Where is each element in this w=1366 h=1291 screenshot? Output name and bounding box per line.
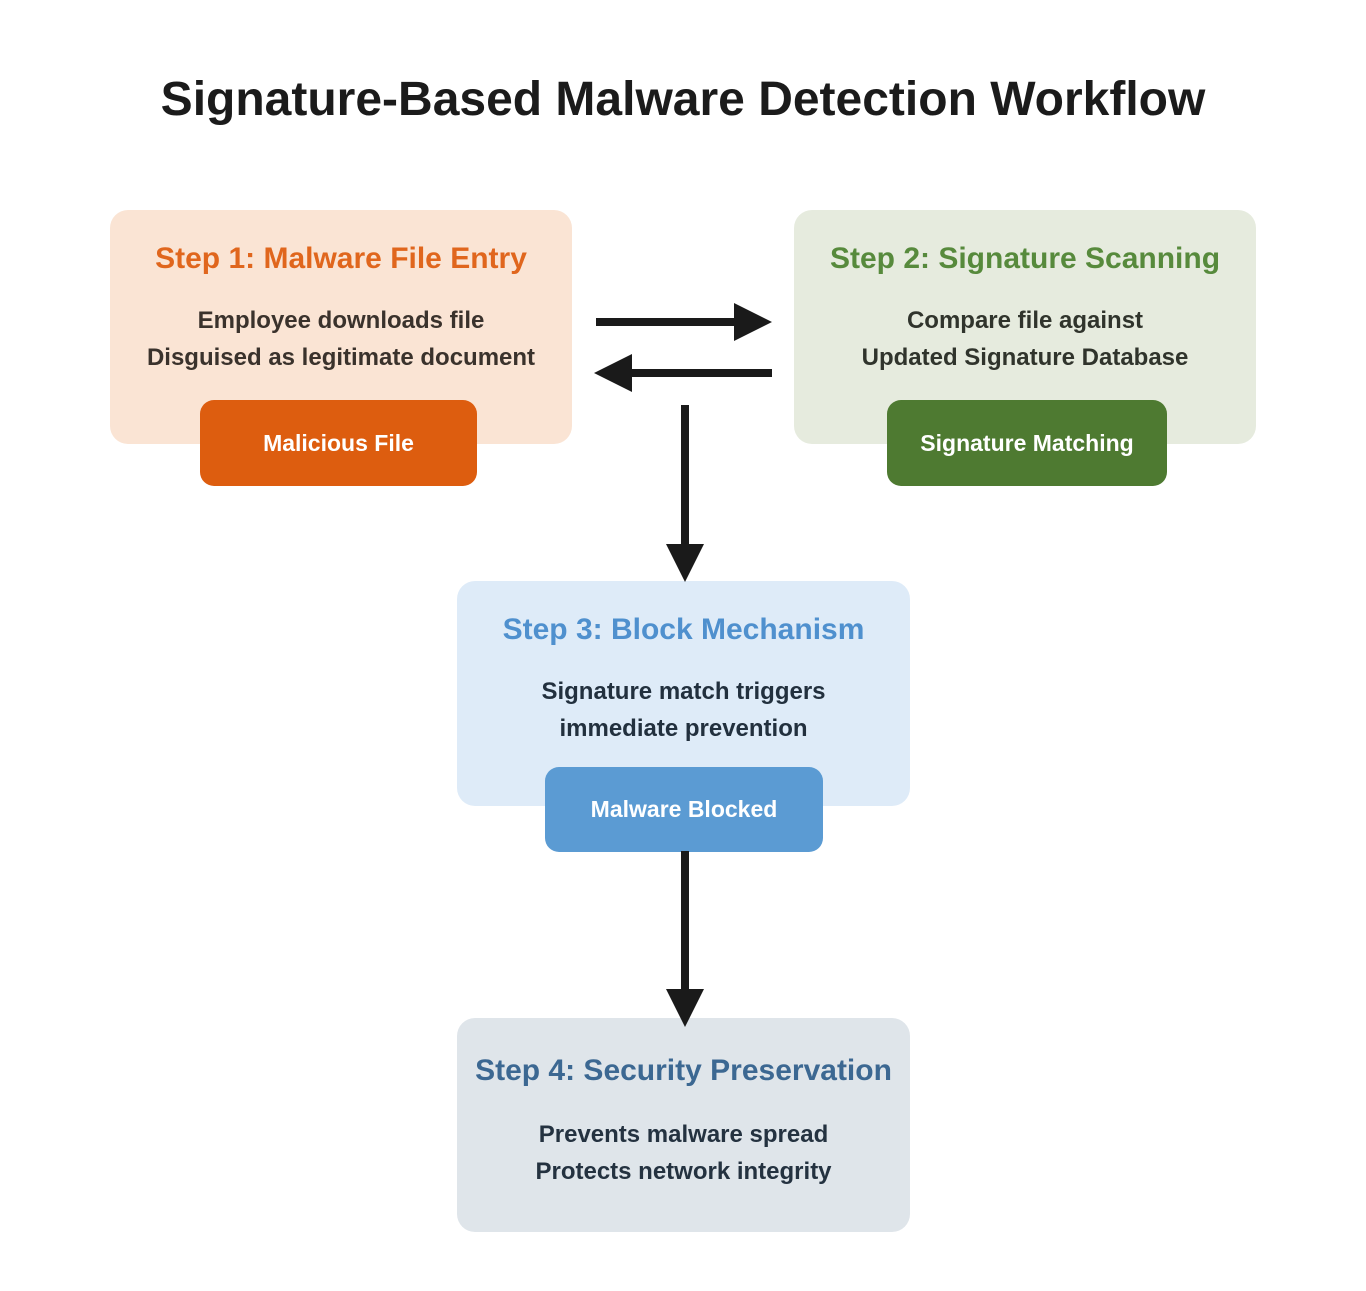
step4-description-line-1: Prevents malware spread [538,1121,829,1148]
arrow-shaft [596,318,736,326]
arrow-left-icon [594,354,632,392]
arrow-shaft [681,405,689,546]
step4-description: Prevents malware spread Protects network… [457,1116,910,1190]
step1-badge: Malicious File [200,400,477,486]
arrow-shaft [632,369,772,377]
step1-description-line-2: Disguised as legitimate document [146,344,536,371]
step3-title: Step 3: Block Mechanism [502,613,865,646]
arrow-down-icon [666,544,704,582]
step2-description: Compare file against Updated Signature D… [794,302,1256,376]
step2-badge: Signature Matching [887,400,1167,486]
step3-description-line-2: immediate prevention [559,715,808,742]
arrow-down-icon [666,989,704,1027]
page-title: Signature-Based Malware Detection Workfl… [160,73,1206,126]
step3-description: Signature match triggers immediate preve… [457,673,910,747]
step1-description-line-1: Employee downloads file [197,307,485,334]
step4-description-line-2: Protects network integrity [535,1158,832,1185]
arrow-right-icon [734,303,772,341]
step4-card: Step 4: Security Preservation Prevents m… [457,1018,910,1232]
step3-description-line-1: Signature match triggers [541,678,826,705]
step3-card: Step 3: Block Mechanism Signature match … [457,581,910,806]
step2-title: Step 2: Signature Scanning [829,242,1221,275]
step1-description: Employee downloads file Disguised as leg… [110,302,572,376]
arrow-shaft [681,851,689,991]
step3-badge: Malware Blocked [545,767,823,852]
step2-description-line-1: Compare file against [906,307,1144,334]
step2-description-line-2: Updated Signature Database [861,344,1189,371]
step1-title: Step 1: Malware File Entry [155,242,527,275]
step4-title: Step 4: Security Preservation [475,1054,892,1087]
